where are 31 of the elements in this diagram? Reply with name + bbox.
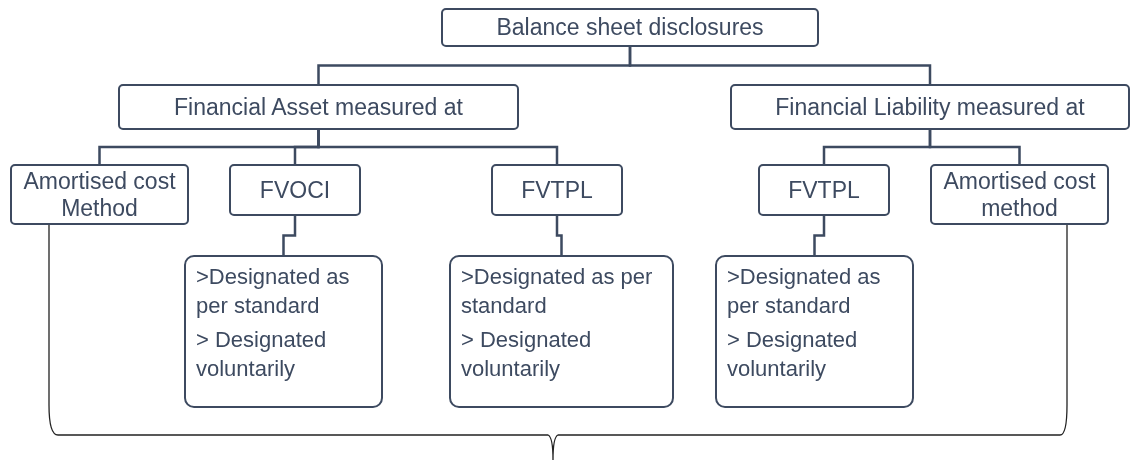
category-box xyxy=(758,164,890,216)
box-label: FVTPL xyxy=(788,176,860,204)
box-label: Amortised cost method xyxy=(942,168,1097,221)
category-box xyxy=(118,84,519,130)
box-label: FVOCI xyxy=(259,176,331,204)
connector-line xyxy=(317,130,559,164)
detail-box xyxy=(184,255,383,408)
detail-box xyxy=(715,255,914,408)
detail-text: > Designated voluntarily xyxy=(196,326,328,383)
detail-text: > Designated voluntarily xyxy=(461,326,593,383)
connector-line xyxy=(813,216,826,255)
box-label: Balance sheet disclosures xyxy=(496,14,764,41)
detail-text: >Designated as per standard xyxy=(727,263,882,320)
detail-text: > Designated voluntarily xyxy=(727,326,859,383)
connector-line xyxy=(628,47,932,84)
category-box xyxy=(491,164,623,216)
detail-text: >Designated as per standard xyxy=(196,263,351,320)
connector-line xyxy=(282,216,297,255)
box-label: FVTPL xyxy=(521,176,593,204)
detail-box xyxy=(449,255,674,408)
detail-text: >Designated as per standard xyxy=(461,263,654,320)
box-label: Financial Liability measured at xyxy=(775,93,1085,121)
box-label: Amortised cost Method xyxy=(22,168,177,221)
connector-line xyxy=(555,216,563,255)
category-box xyxy=(229,164,361,216)
box-label: Financial Asset measured at xyxy=(174,93,463,121)
category-box xyxy=(930,164,1109,225)
connector-line xyxy=(928,130,1021,164)
category-box xyxy=(10,164,189,225)
category-box xyxy=(441,8,819,47)
category-box xyxy=(730,84,1130,130)
